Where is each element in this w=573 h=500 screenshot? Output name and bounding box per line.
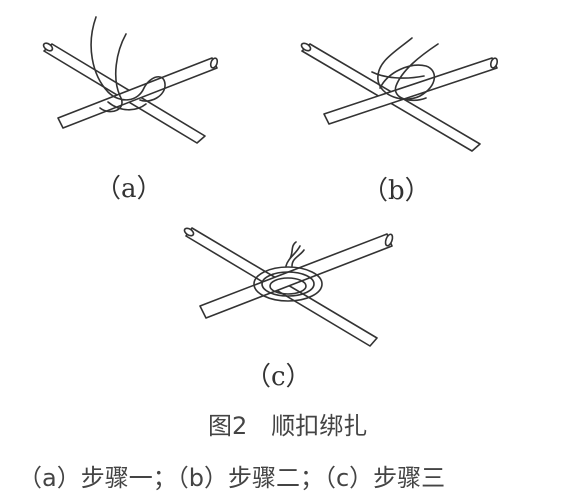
wire-a (90, 16, 166, 113)
wire-twist (285, 241, 305, 267)
bar-c-2 (199, 233, 393, 319)
panel-b (300, 37, 499, 152)
wire-b (371, 37, 439, 102)
label-c: （c） (245, 362, 312, 392)
bar-b-2 (323, 57, 498, 125)
bar-a-2 (57, 57, 218, 129)
panel-a (42, 16, 219, 144)
label-b: （b） (362, 176, 431, 206)
figure-title: 图2 顺扣绑扎 (208, 412, 368, 440)
label-a: （a） (95, 174, 163, 204)
panel-c (183, 227, 394, 347)
wire-coil-outer (253, 266, 323, 302)
steps-caption: （a）步骤一；（b）步骤二；（c）步骤三 (18, 464, 446, 492)
